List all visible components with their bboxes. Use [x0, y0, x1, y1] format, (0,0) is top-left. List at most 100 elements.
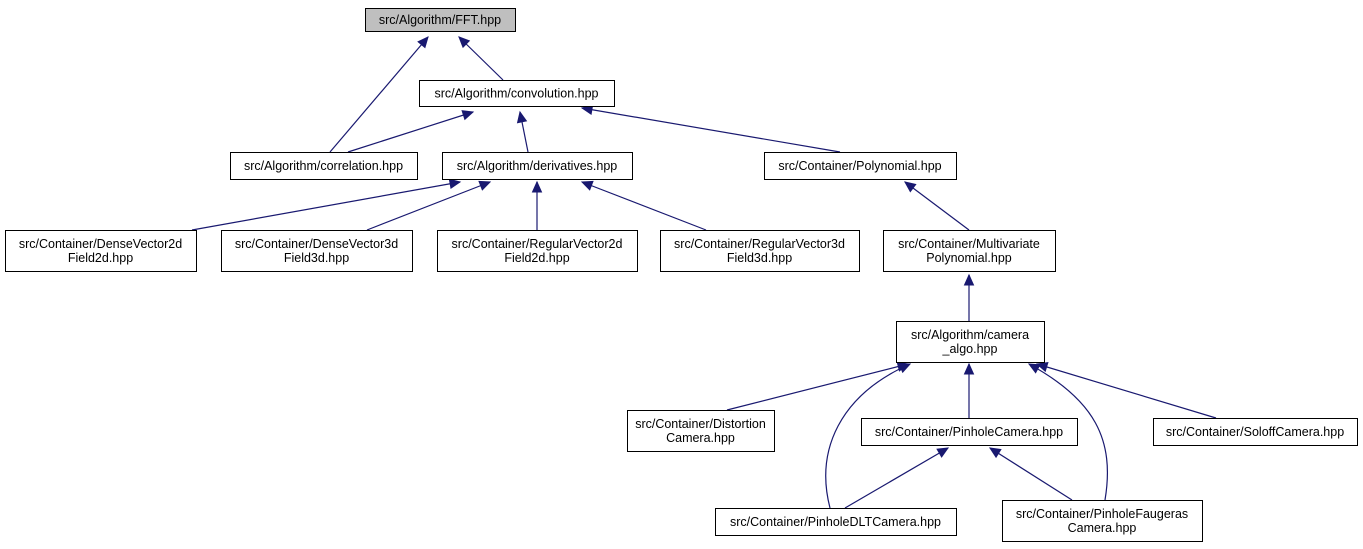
edge-pinholedlt-to-camalgo-arrowhead	[898, 363, 912, 374]
node-camalgo-label-line-1: src/Algorithm/camera	[911, 328, 1029, 342]
edge-camalgo-to-multivar-arrowhead	[963, 273, 975, 286]
node-convolution-box	[419, 80, 615, 107]
edge-rv3-to-derivatives-line	[581, 181, 707, 231]
edge-faugeras-to-pinhole-line	[989, 447, 1073, 501]
node-fft-box	[365, 8, 516, 32]
edge-rv3-to-derivatives-arrowhead	[580, 180, 594, 191]
edge-dv2-to-derivatives-line	[191, 181, 461, 231]
node-pinholedlt[interactable]: src/Container/PinholeDLTCamera.hpp	[715, 508, 957, 536]
edge-distortion-to-camalgo-line	[726, 363, 909, 411]
node-camalgo-box	[896, 321, 1045, 363]
node-soloff[interactable]: src/Container/SoloffCamera.hpp	[1153, 418, 1358, 446]
node-dv2-label-line-2: Field2d.hpp	[68, 251, 133, 265]
node-soloff-box	[1153, 418, 1358, 446]
edge-camalgo-to-multivar	[963, 273, 975, 321]
node-polynomial[interactable]: src/Container/Polynomial.hpp	[764, 152, 957, 180]
edge-rv2-to-derivatives	[531, 180, 543, 230]
node-rv3-box	[660, 230, 860, 272]
edge-dv3-to-derivatives-line	[366, 181, 491, 231]
edge-dv3-to-derivatives	[366, 180, 492, 231]
edge-dv2-to-derivatives-arrowhead	[448, 178, 462, 190]
edge-dv2-to-derivatives	[191, 178, 462, 231]
node-rv2-box	[437, 230, 638, 272]
edge-correlation-to-convolution-arrowhead	[461, 110, 475, 121]
node-dv2-box	[5, 230, 197, 272]
node-convolution[interactable]: src/Algorithm/convolution.hpp	[419, 80, 615, 107]
edge-faugeras-to-camalgo-arrowhead	[1027, 363, 1041, 374]
node-polynomial-box	[764, 152, 957, 180]
edge-convolution-to-fft	[458, 36, 504, 81]
edge-convolution-to-fft-arrowhead	[458, 36, 471, 49]
node-fft-label-line-1: src/Algorithm/FFT.hpp	[379, 13, 501, 27]
edge-correlation-to-fft	[329, 36, 429, 153]
node-correlation-label-line-1: src/Algorithm/correlation.hpp	[244, 159, 403, 173]
node-fft: src/Algorithm/FFT.hpp	[365, 8, 516, 32]
node-derivatives-label-line-1: src/Algorithm/derivatives.hpp	[457, 159, 618, 173]
node-soloff-label-line-1: src/Container/SoloffCamera.hpp	[1166, 425, 1344, 439]
node-faugeras-label-line-2: Camera.hpp	[1068, 521, 1137, 535]
node-pinhole-label-line-1: src/Container/PinholeCamera.hpp	[875, 425, 1063, 439]
edge-derivatives-to-convolution-arrowhead	[516, 110, 528, 124]
node-pinhole[interactable]: src/Container/PinholeCamera.hpp	[861, 418, 1078, 446]
edge-dv3-to-derivatives-arrowhead	[478, 180, 492, 191]
edge-pinholedlt-to-camalgo	[825, 363, 912, 509]
node-pinholedlt-label-line-1: src/Container/PinholeDLTCamera.hpp	[730, 515, 941, 529]
node-camalgo-label-line-2: _algo.hpp	[942, 342, 998, 356]
edge-polynomial-to-convolution	[580, 104, 841, 153]
edge-pinholedlt-to-pinhole	[844, 447, 950, 509]
node-correlation-box	[230, 152, 418, 180]
edge-pinholedlt-to-camalgo-line	[825, 363, 911, 509]
edge-correlation-to-fft-arrowhead	[417, 36, 429, 49]
node-pinhole-box	[861, 418, 1078, 446]
node-dv3-label-line-1: src/Container/DenseVector3d	[235, 237, 398, 251]
node-rv2-label-line-2: Field2d.hpp	[504, 251, 569, 265]
node-derivatives[interactable]: src/Algorithm/derivatives.hpp	[442, 152, 633, 180]
node-distortion-box	[627, 410, 775, 452]
edge-correlation-to-convolution-line	[347, 111, 474, 153]
edge-pinholedlt-to-pinhole-line	[844, 447, 949, 509]
node-correlation[interactable]: src/Algorithm/correlation.hpp	[230, 152, 418, 180]
edge-multivar-to-polynomial-arrowhead	[904, 181, 917, 193]
edge-soloff-to-camalgo-line	[1036, 363, 1217, 419]
edge-polynomial-to-convolution-line	[581, 107, 841, 153]
node-distortion-label-line-1: src/Container/Distortion	[635, 417, 766, 431]
node-faugeras-label-line-1: src/Container/PinholeFaugeras	[1016, 507, 1188, 521]
node-dv2-label-line-1: src/Container/DenseVector2d	[19, 237, 182, 251]
edge-faugeras-to-pinhole-arrowhead	[988, 447, 1002, 459]
edge-pinhole-to-camalgo	[963, 362, 975, 418]
edge-pinholedlt-to-pinhole-arrowhead	[936, 447, 950, 458]
node-distortion-label-line-2: Camera.hpp	[666, 431, 735, 445]
edge-faugeras-to-pinhole	[988, 447, 1073, 501]
node-camalgo[interactable]: src/Algorithm/camera_algo.hpp	[896, 321, 1045, 363]
edge-rv3-to-derivatives	[580, 180, 707, 231]
edge-faugeras-to-camalgo-line	[1028, 363, 1109, 501]
node-rv3-label-line-1: src/Container/RegularVector3d	[674, 237, 845, 251]
edge-correlation-to-fft-line	[329, 36, 429, 153]
edge-faugeras-to-camalgo	[1027, 363, 1109, 501]
edge-pinhole-to-camalgo-arrowhead	[963, 362, 975, 375]
node-dv3-box	[221, 230, 413, 272]
edges-layer	[191, 36, 1217, 509]
node-faugeras-box	[1002, 500, 1203, 542]
edge-soloff-to-camalgo	[1035, 361, 1217, 419]
node-derivatives-box	[442, 152, 633, 180]
node-rv3-label-line-2: Field3d.hpp	[727, 251, 792, 265]
node-rv2-label-line-1: src/Container/RegularVector2d	[452, 237, 623, 251]
edge-correlation-to-convolution	[347, 110, 475, 153]
edge-multivar-to-polynomial-line	[904, 181, 970, 231]
edge-distortion-to-camalgo	[726, 361, 910, 411]
edge-multivar-to-polynomial	[904, 181, 970, 231]
node-multivar-label-line-1: src/Container/Multivariate	[898, 237, 1040, 251]
node-multivar-label-line-2: Polynomial.hpp	[926, 251, 1012, 265]
node-polynomial-label-line-1: src/Container/Polynomial.hpp	[778, 159, 941, 173]
node-pinholedlt-box	[715, 508, 957, 536]
node-dv3-label-line-2: Field3d.hpp	[284, 251, 349, 265]
